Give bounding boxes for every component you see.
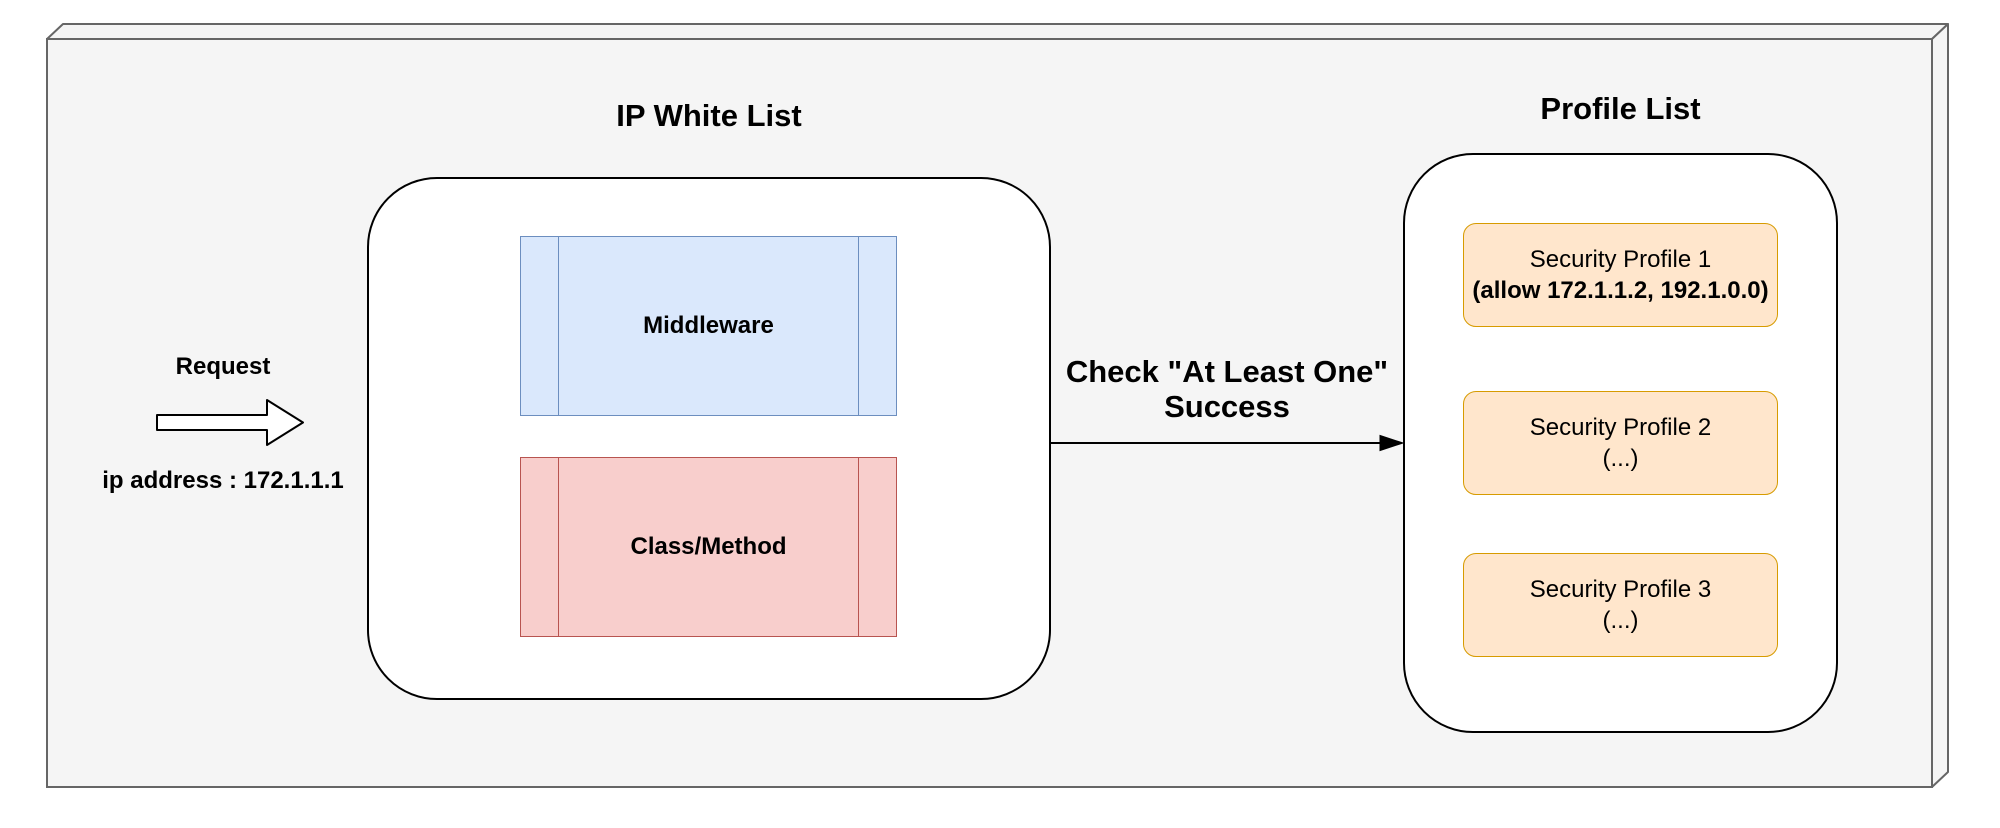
system-box-right-face <box>1931 23 1949 788</box>
request-block-arrow <box>156 399 304 446</box>
profile-list-title: Profile List <box>1540 91 1701 126</box>
check-edge-label: Check "At Least One" Success <box>1047 354 1407 424</box>
security-profile-3-box: Security Profile 3 (...) <box>1463 553 1778 657</box>
class-method-box: Class/Method <box>520 457 897 637</box>
security-profile-2-box: Security Profile 2 (...) <box>1463 391 1778 495</box>
security-profile-1-name: Security Profile 1 <box>1529 246 1712 273</box>
security-profile-3-detail: (...) <box>1602 607 1639 634</box>
middleware-box: Middleware <box>520 236 897 416</box>
security-profile-2-detail: (...) <box>1602 445 1639 472</box>
system-box-top-face <box>46 23 1949 40</box>
middleware-label: Middleware <box>643 312 774 339</box>
security-profile-3-name: Security Profile 3 <box>1529 576 1712 603</box>
class-method-label: Class/Method <box>630 533 787 560</box>
check-arrow-head <box>1379 434 1405 452</box>
request-label: Request <box>175 353 271 380</box>
check-edge-label-line2: Success <box>1164 389 1290 424</box>
ip-white-list-title: IP White List <box>616 98 802 133</box>
security-profile-1-box: Security Profile 1 (allow 172.1.1.2, 192… <box>1463 223 1778 327</box>
request-ip-label: ip address : 172.1.1.1 <box>102 467 344 494</box>
check-edge-label-line1: Check "At Least One" <box>1065 354 1389 389</box>
security-profile-1-detail: (allow 172.1.1.2, 192.1.0.0) <box>1472 277 1769 304</box>
security-profile-2-name: Security Profile 2 <box>1529 414 1712 441</box>
